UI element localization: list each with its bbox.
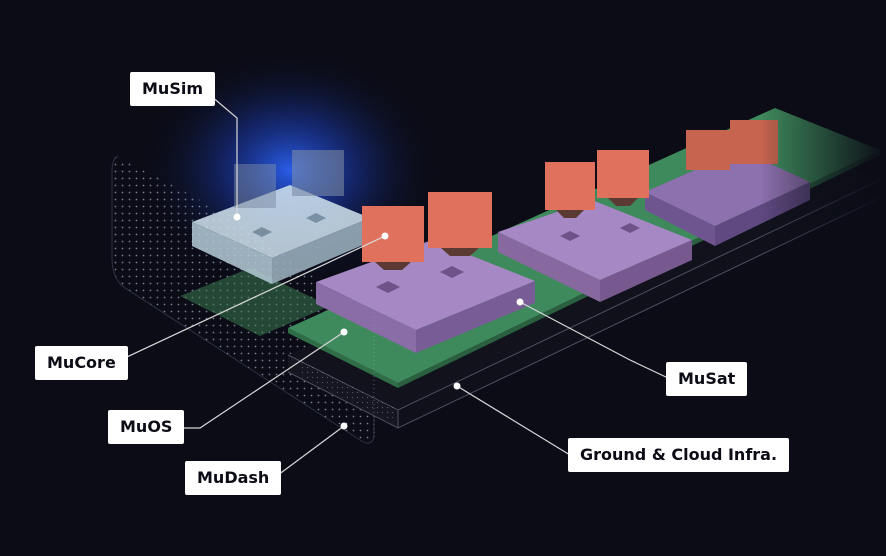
label-musim: MuSim bbox=[130, 72, 215, 106]
leader-lines bbox=[111, 89, 669, 479]
leader-musim bbox=[203, 89, 238, 217]
label-musat: MuSat bbox=[666, 362, 748, 396]
leader-mucore bbox=[111, 235, 386, 365]
leader-muos bbox=[178, 331, 345, 429]
label-mudash: MuDash bbox=[185, 461, 282, 495]
label-ground: Ground & Cloud Infra. bbox=[568, 438, 790, 472]
mucore-cubes bbox=[362, 192, 492, 270]
leader-mudash bbox=[273, 425, 345, 479]
leader-musat bbox=[519, 301, 669, 379]
musim-block bbox=[192, 150, 370, 284]
musat-module-mid bbox=[498, 150, 692, 302]
muos-board-shadow bbox=[180, 268, 330, 336]
label-mucore: MuCore bbox=[35, 346, 128, 380]
musat-module-front bbox=[316, 240, 535, 353]
leader-ground bbox=[456, 385, 571, 456]
leader-dots bbox=[233, 213, 524, 430]
label-muos: MuOS bbox=[108, 410, 185, 444]
right-fade bbox=[760, 80, 886, 280]
